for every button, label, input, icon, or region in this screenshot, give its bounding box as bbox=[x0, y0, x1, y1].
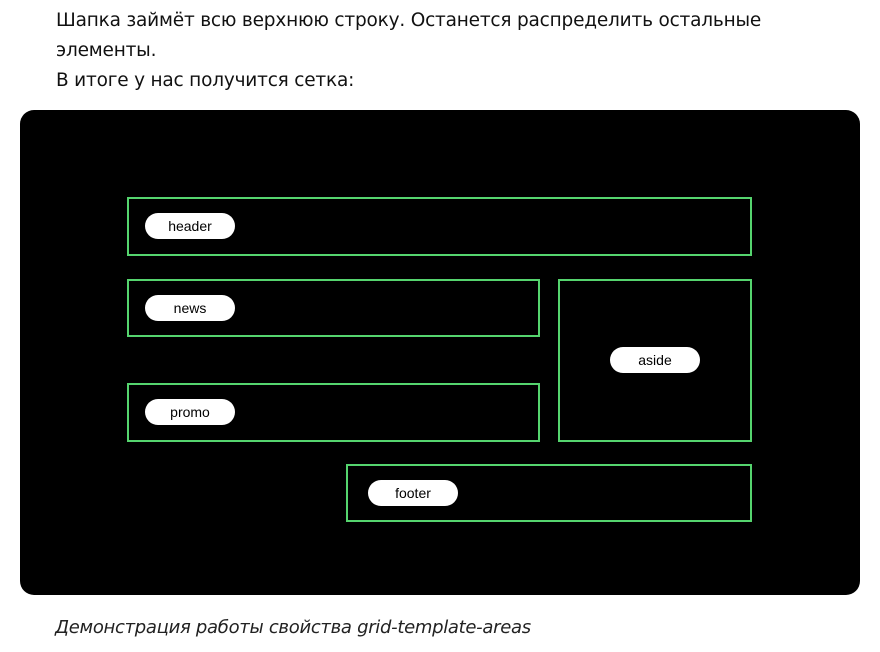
figure-caption: Демонстрация работы свойства grid-templa… bbox=[55, 617, 531, 638]
intro-line-1: Шапка займёт всю верхнюю строку. Останет… bbox=[56, 10, 762, 61]
area-label-footer: footer bbox=[368, 480, 458, 506]
area-label-promo: promo bbox=[145, 399, 235, 425]
grid-area-news: news bbox=[127, 279, 540, 337]
grid-demo-figure: header news promo aside footer bbox=[20, 110, 860, 595]
intro-text: Шапка займёт всю верхнюю строку. Останет… bbox=[56, 6, 856, 96]
intro-line-2: В итоге у нас получится сетка: bbox=[56, 70, 355, 91]
grid-area-header: header bbox=[127, 197, 752, 256]
grid-area-promo: promo bbox=[127, 383, 540, 442]
area-label-header: header bbox=[145, 213, 235, 239]
area-label-news: news bbox=[145, 295, 235, 321]
area-label-aside: aside bbox=[610, 347, 700, 373]
grid-area-footer: footer bbox=[346, 464, 752, 522]
grid-area-aside: aside bbox=[558, 279, 752, 442]
